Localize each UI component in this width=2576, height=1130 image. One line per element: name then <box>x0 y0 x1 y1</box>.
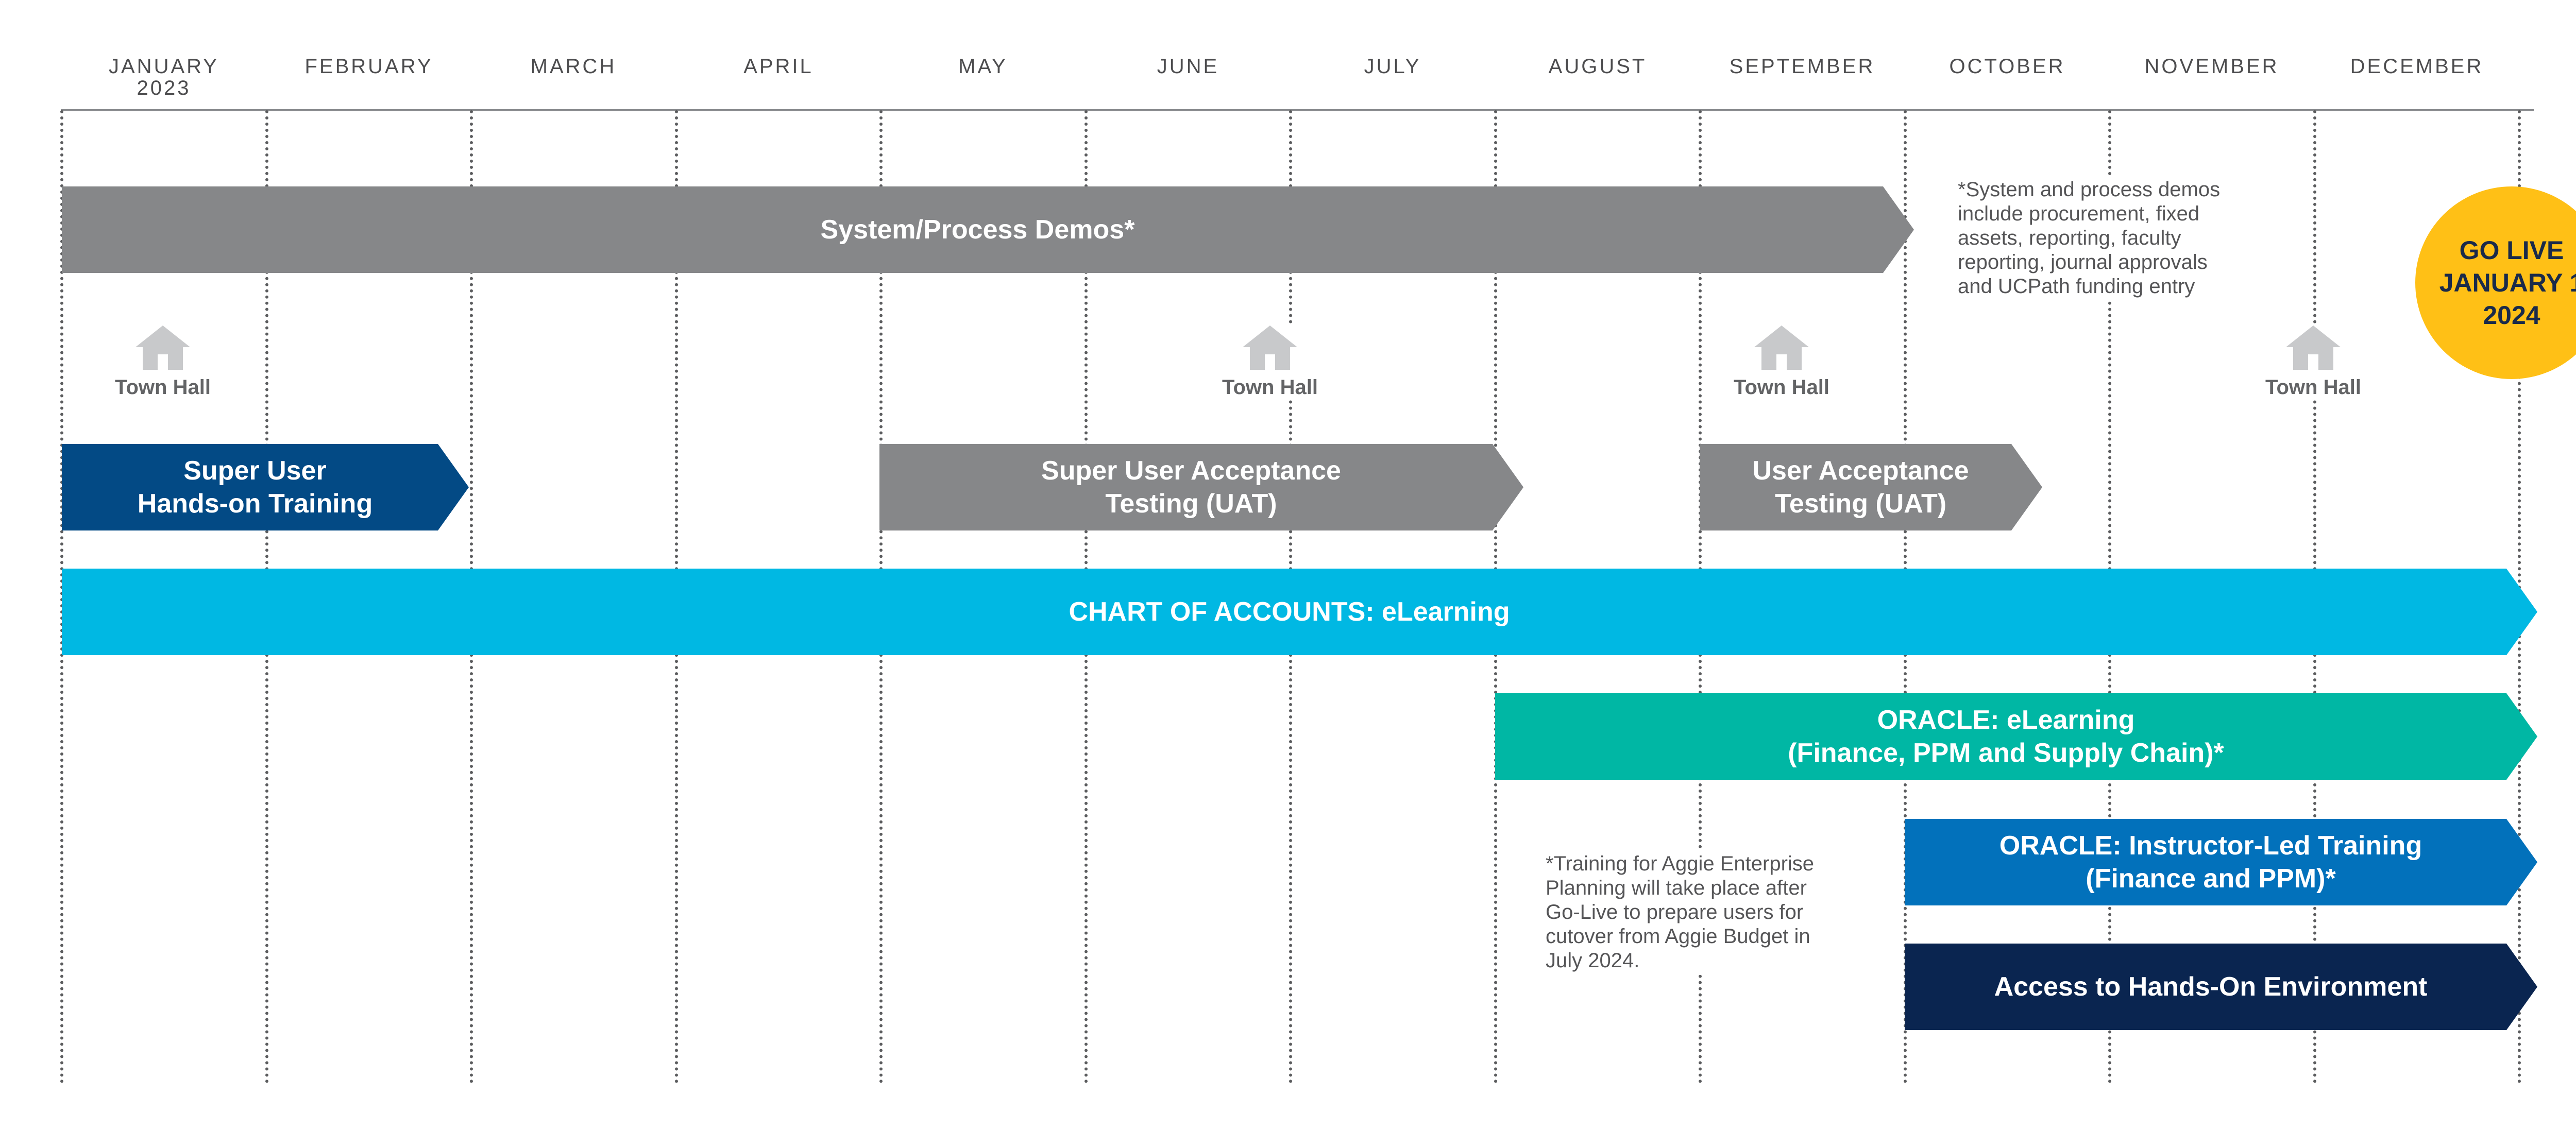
oracle-elearning-bar: ORACLE: eLearning (Finance, PPM and Supp… <box>1495 693 2537 780</box>
house-icon <box>1754 326 1809 370</box>
training-footnote: *Training for Aggie Enterprise Planning … <box>1546 850 1815 975</box>
timeline-axis <box>61 109 2534 111</box>
house-icon <box>135 326 190 370</box>
oracle-instructor-led-training-bar: ORACLE: Instructor-Led Training (Finance… <box>1905 819 2537 905</box>
go-live-badge: GO LIVE JANUARY 1 2024 <box>2415 186 2576 379</box>
month-label-july: JULY <box>1364 55 1421 78</box>
house-icon <box>2286 326 2341 370</box>
town-hall-label: Town Hall <box>2265 376 2361 399</box>
system-demos-footnote: *System and process demos include procur… <box>1958 178 2221 299</box>
month-label-february: FEBRUARY <box>304 55 433 78</box>
month-label-november: NOVEMBER <box>2144 55 2279 78</box>
house-icon <box>1243 326 1297 370</box>
town-hall-marker-june: Town Hall <box>1193 324 1347 399</box>
month-label-september: SEPTEMBER <box>1729 55 1875 78</box>
month-label-april: APRIL <box>743 55 814 78</box>
chart-of-accounts-elearning-bar: CHART OF ACCOUNTS: eLearning <box>62 569 2537 655</box>
month-label-august: AUGUST <box>1548 55 1647 78</box>
town-hall-label: Town Hall <box>1734 376 1829 399</box>
town-hall-label: Town Hall <box>1222 376 1318 399</box>
super-user-uat-bar: Super User Acceptance Testing (UAT) <box>879 444 1523 530</box>
month-label-may: MAY <box>958 55 1008 78</box>
town-hall-marker-september: Town Hall <box>1704 324 1859 399</box>
month-label-january: JANUARY 2023 <box>109 55 219 99</box>
town-hall-marker-january: Town Hall <box>86 324 240 399</box>
month-label-march: MARCH <box>530 55 617 78</box>
town-hall-marker-december: Town Hall <box>2236 324 2391 399</box>
user-uat-bar: User Acceptance Testing (UAT) <box>1700 444 2042 530</box>
super-user-training-bar: Super User Hands-on Training <box>62 444 469 530</box>
system-process-demos-bar: System/Process Demos* <box>62 186 1914 273</box>
town-hall-label: Town Hall <box>115 376 211 399</box>
month-label-october: OCTOBER <box>1949 55 2065 78</box>
month-label-december: DECEMBER <box>2350 55 2484 78</box>
hands-on-environment-bar: Access to Hands-On Environment <box>1905 944 2537 1030</box>
month-label-june: JUNE <box>1157 55 1219 78</box>
